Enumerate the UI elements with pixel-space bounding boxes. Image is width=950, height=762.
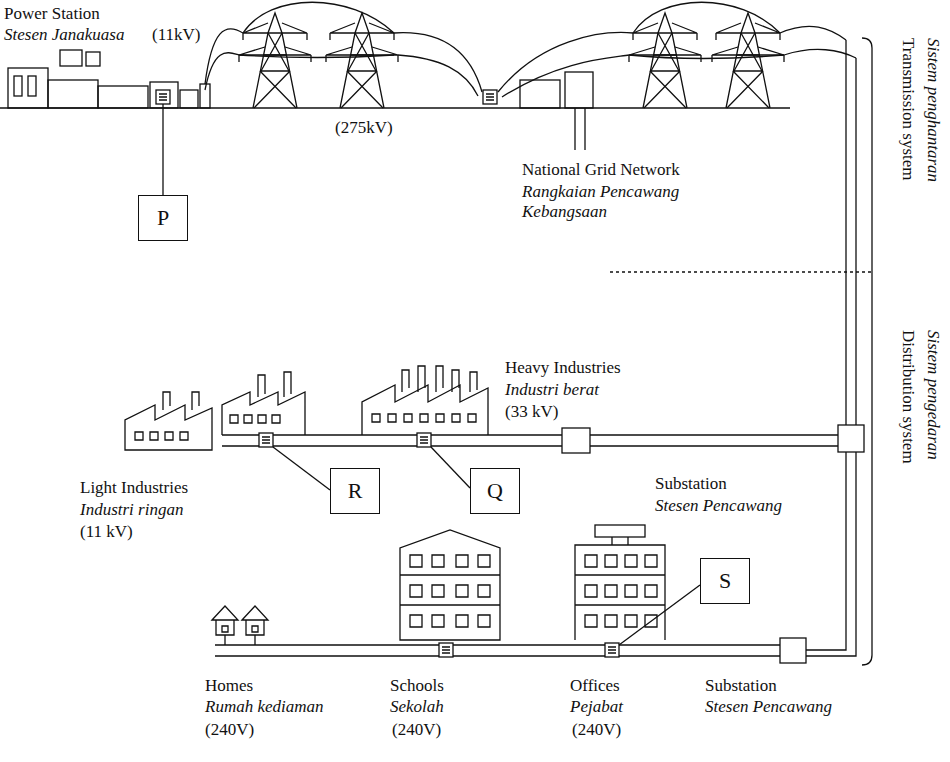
text-label: Pejabat <box>570 697 623 717</box>
callout-letter: S <box>719 569 731 593</box>
text-label: Rumah kediaman <box>205 697 324 717</box>
text-label: (11 kV) <box>80 522 133 542</box>
text-label: Stesen Pencawang <box>655 496 782 516</box>
text-label: Sekolah <box>390 697 444 717</box>
system-label: Distribution system <box>898 330 918 464</box>
system-label: Sistem penghantaran <box>923 38 943 182</box>
text-label: (240V) <box>392 720 441 740</box>
text-label: Stesen Pencawang <box>705 697 832 717</box>
text-label: Industri berat <box>505 380 599 400</box>
callout-letter: P <box>157 206 169 230</box>
text-label: (240V) <box>205 720 254 740</box>
callout-letter: R <box>348 479 363 503</box>
text-label: Substation <box>705 676 777 696</box>
text-label: (275kV) <box>335 118 393 138</box>
text-label: Light Industries <box>80 478 188 498</box>
text-label: Rangkaian Pencawang Kebangsaan <box>522 182 697 221</box>
text-label: Substation <box>655 474 727 494</box>
text-label: Industri ringan <box>80 500 183 520</box>
text-label: Schools <box>390 676 444 696</box>
text-label: (11kV) <box>152 25 200 45</box>
callout-box: Q <box>470 468 520 514</box>
text-label: National Grid Network <box>522 160 680 180</box>
system-label: Sistem pengedaran <box>923 330 943 460</box>
callout-box: P <box>138 195 188 241</box>
text-label: (33 kV) <box>505 402 558 422</box>
text-label: Stesen Janakuasa <box>4 25 124 45</box>
system-label: Transmission system <box>898 38 918 180</box>
text-label: Homes <box>205 676 253 696</box>
callout-letter: Q <box>487 479 503 503</box>
text-label: Power Station <box>4 4 100 24</box>
callout-box: S <box>700 558 750 604</box>
text-label: Heavy Industries <box>505 358 621 378</box>
text-label: Offices <box>570 676 620 696</box>
text-label: (240V) <box>572 720 621 740</box>
callout-box: R <box>330 468 380 514</box>
